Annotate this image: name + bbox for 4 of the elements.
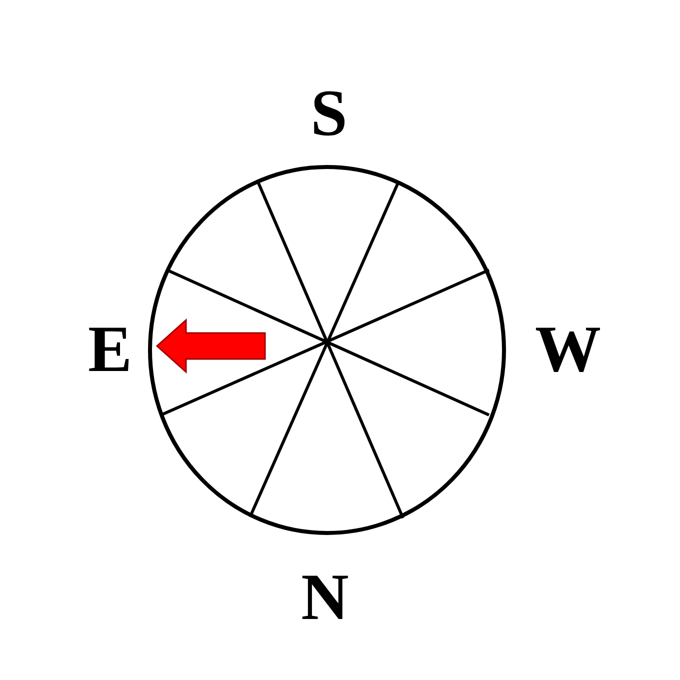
- direction-label: E: [88, 317, 132, 383]
- direction-label: N: [301, 565, 349, 631]
- direction-label: W: [535, 317, 601, 383]
- direction-label: S: [310, 81, 348, 147]
